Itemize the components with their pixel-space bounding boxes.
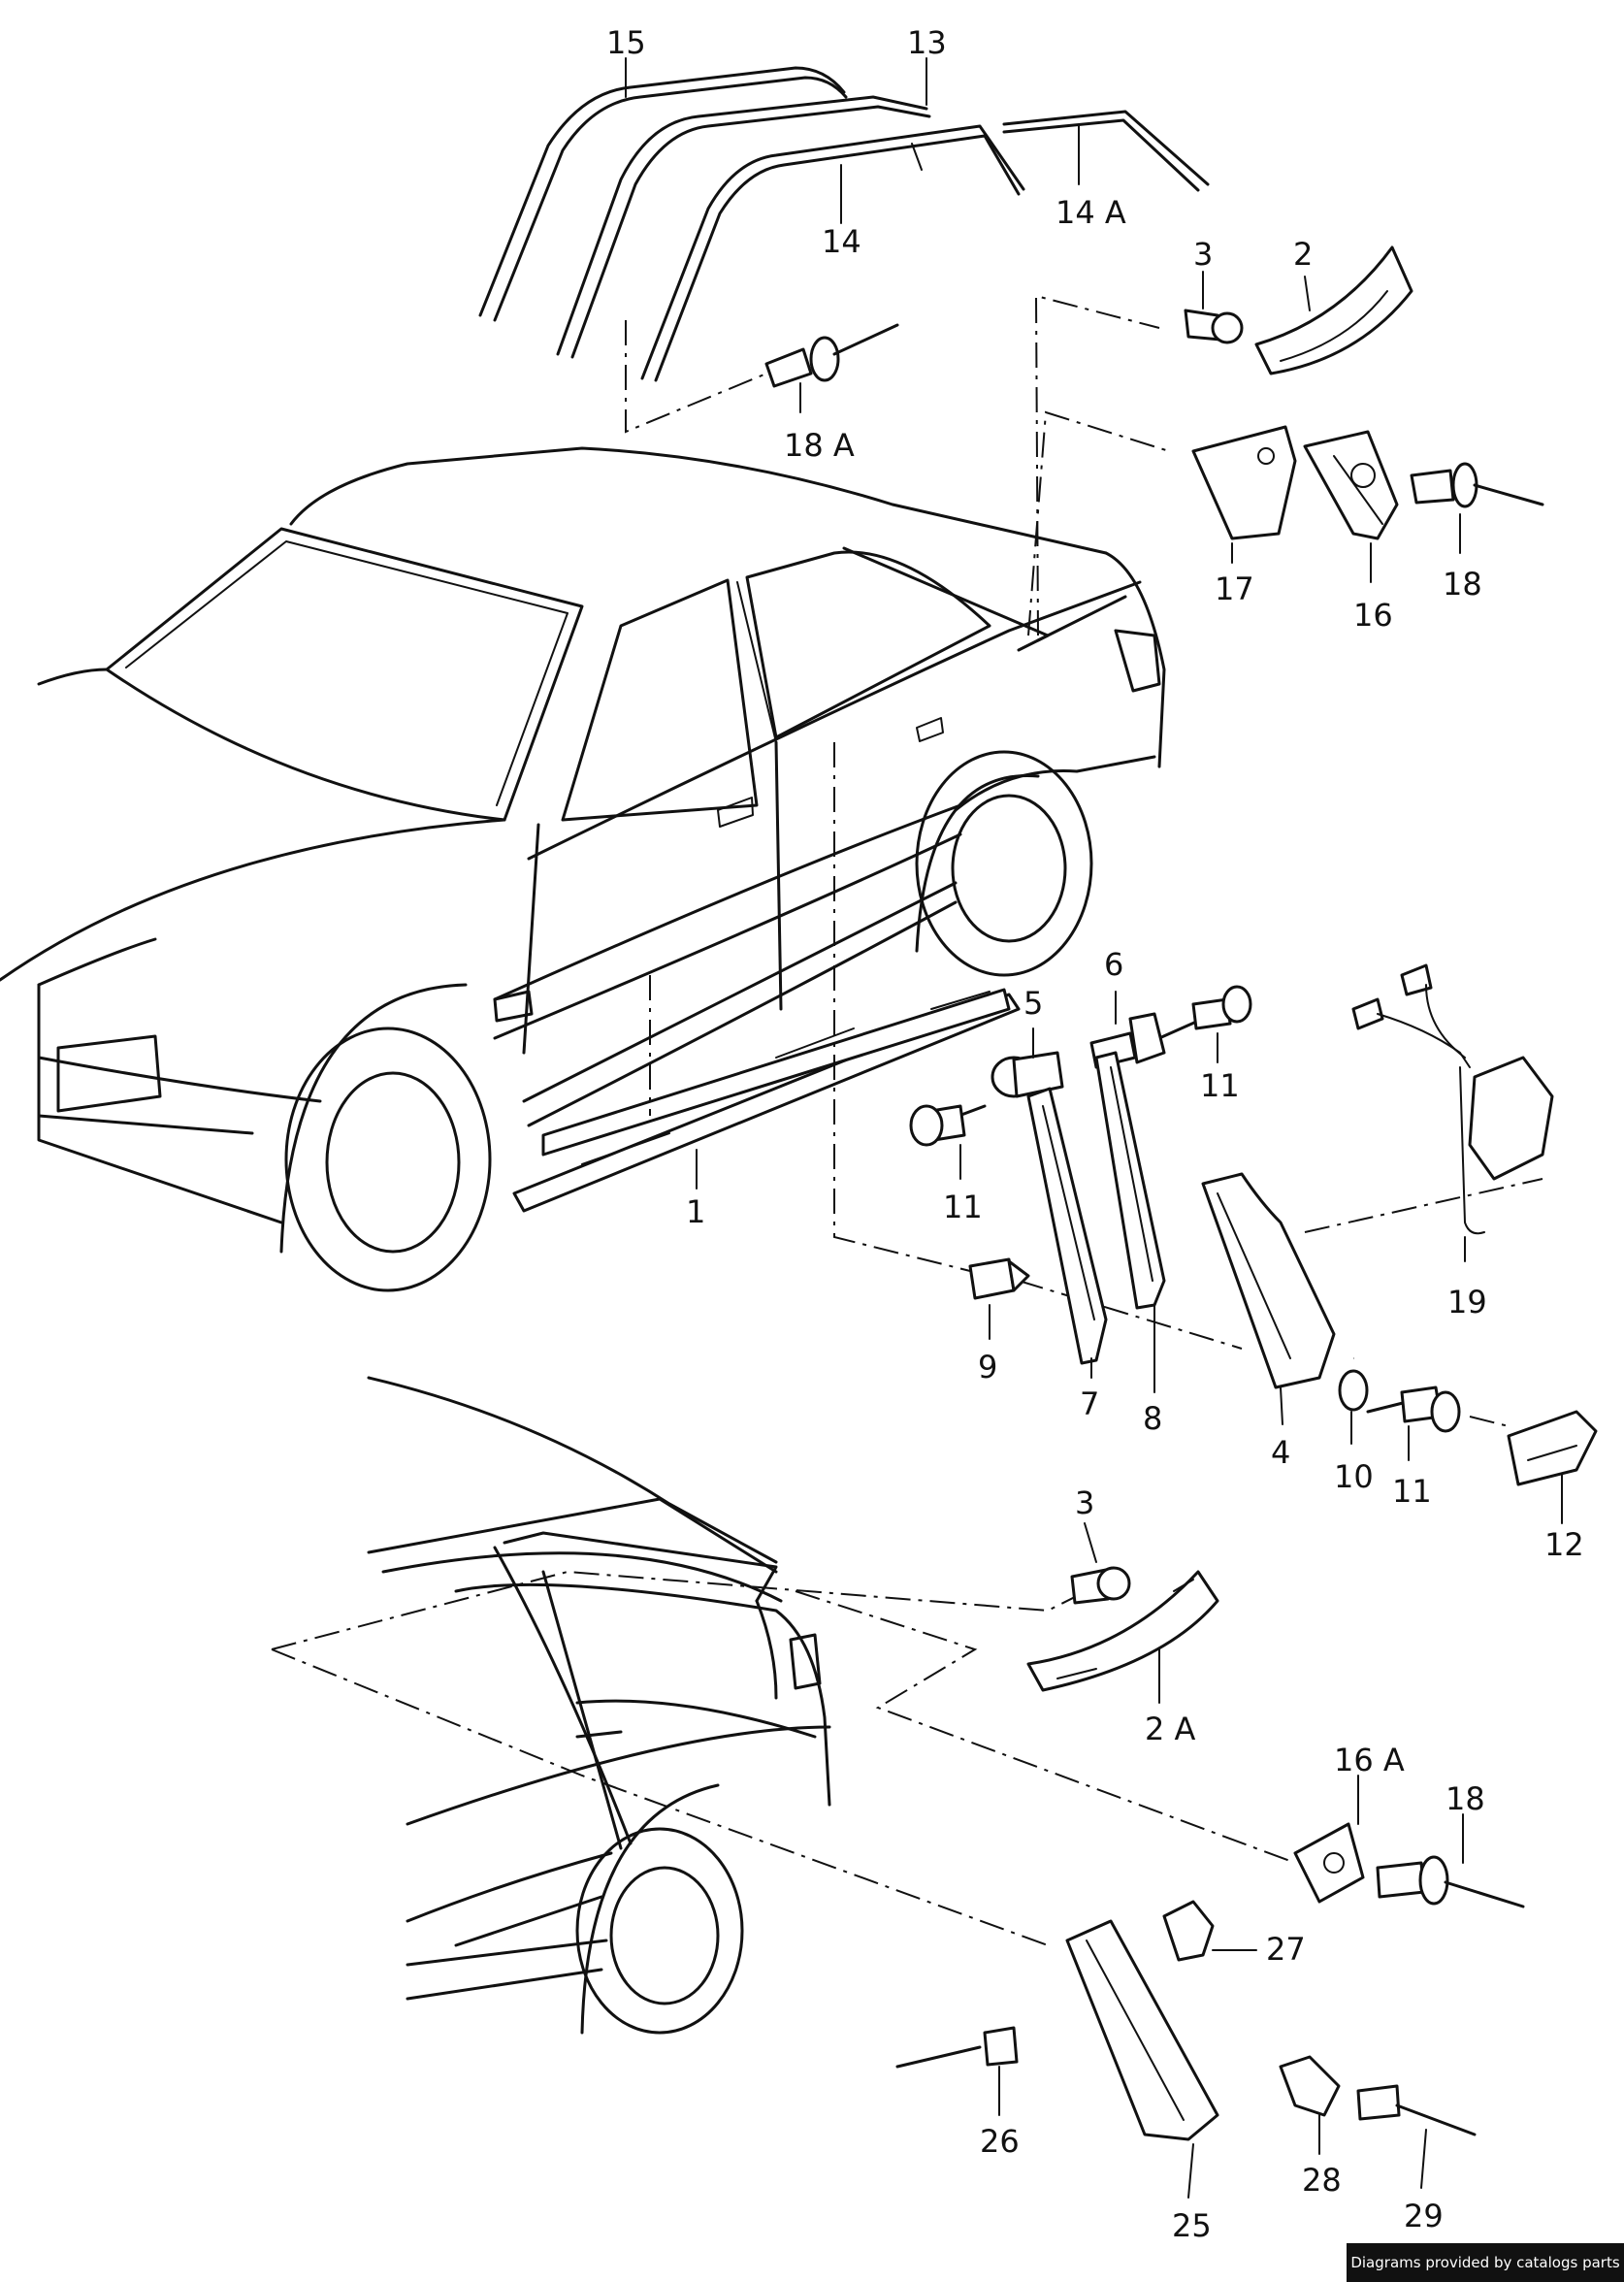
reflector-25 bbox=[1065, 1919, 1219, 2141]
label-16a: 16 A bbox=[1334, 1742, 1405, 1778]
label-1: 1 bbox=[686, 1193, 705, 1230]
stud-6 bbox=[1089, 1012, 1166, 1069]
clip-28 bbox=[1279, 2055, 1341, 2117]
label-13: 13 bbox=[907, 24, 947, 61]
rivet-29 bbox=[1356, 2084, 1477, 2136]
trim-4 bbox=[1201, 1172, 1336, 1389]
label-3-top: 3 bbox=[1193, 236, 1213, 273]
end-cap-2a bbox=[1026, 1570, 1219, 1692]
reference-lines bbox=[271, 294, 1543, 1946]
cap-12 bbox=[1507, 1410, 1598, 1486]
label-2: 2 bbox=[1293, 236, 1313, 273]
label-4: 4 bbox=[1271, 1434, 1290, 1471]
label-18a: 18 A bbox=[784, 427, 855, 464]
part-labels: 15 13 14 14 A 3 2 18 A 17 16 18 6 5 11 1… bbox=[606, 24, 1584, 2244]
bush-5 bbox=[991, 1051, 1064, 1098]
label-5: 5 bbox=[1023, 985, 1043, 1022]
clip-9 bbox=[968, 1257, 1030, 1300]
roof-moulding-14a bbox=[1002, 110, 1210, 192]
label-17: 17 bbox=[1215, 570, 1254, 607]
footer-credit: Diagrams provided by catalogs parts bbox=[1347, 2243, 1624, 2282]
rivet-26 bbox=[895, 2026, 1019, 2069]
rivet-18-top bbox=[1410, 462, 1544, 508]
bracket-16 bbox=[1303, 430, 1399, 540]
label-3-lower: 3 bbox=[1075, 1484, 1094, 1521]
label-7: 7 bbox=[1080, 1386, 1099, 1422]
sedan-body-front bbox=[0, 446, 1166, 1292]
label-11-left: 11 bbox=[943, 1189, 983, 1225]
sill-panel-1 bbox=[512, 988, 1021, 1213]
rivet-18-lower bbox=[1376, 1855, 1525, 1908]
label-18-lower: 18 bbox=[1445, 1780, 1485, 1817]
sedan-body-rear bbox=[367, 1376, 831, 2035]
screw-11-top bbox=[1157, 985, 1252, 1040]
label-2a: 2 A bbox=[1145, 1711, 1196, 1747]
label-6: 6 bbox=[1104, 946, 1123, 983]
washer-10 bbox=[1338, 1369, 1369, 1412]
label-9: 9 bbox=[978, 1349, 997, 1386]
clip-3-lower bbox=[1070, 1566, 1131, 1605]
clip-3-top bbox=[1184, 309, 1244, 344]
roof-moulding-13 bbox=[556, 95, 931, 359]
label-15: 15 bbox=[606, 24, 646, 61]
plate-17 bbox=[1191, 425, 1297, 540]
end-cap-2 bbox=[1254, 245, 1413, 375]
label-10: 10 bbox=[1334, 1458, 1374, 1495]
roof-moulding-14 bbox=[640, 124, 1025, 382]
label-12: 12 bbox=[1544, 1526, 1584, 1563]
label-11-top: 11 bbox=[1200, 1067, 1240, 1104]
label-26: 26 bbox=[980, 2123, 1020, 2160]
trim-7 bbox=[1026, 1087, 1108, 1365]
label-25: 25 bbox=[1172, 2207, 1212, 2244]
label-19: 19 bbox=[1447, 1284, 1487, 1320]
label-27: 27 bbox=[1266, 1931, 1306, 1968]
bulb-holder-19 bbox=[1351, 963, 1554, 1235]
label-11-right: 11 bbox=[1392, 1473, 1432, 1510]
bracket-16a bbox=[1293, 1822, 1365, 1904]
clip-27 bbox=[1162, 1900, 1215, 1962]
label-18-top: 18 bbox=[1443, 566, 1482, 603]
label-14: 14 bbox=[822, 223, 861, 260]
trim-8 bbox=[1094, 1051, 1166, 1310]
screw-11-right bbox=[1366, 1386, 1461, 1433]
label-8: 8 bbox=[1143, 1400, 1162, 1437]
label-14a: 14 A bbox=[1056, 194, 1126, 231]
label-28: 28 bbox=[1302, 2162, 1342, 2199]
leader-lines bbox=[625, 57, 1563, 2199]
rivet-18a bbox=[764, 323, 899, 388]
label-29: 29 bbox=[1404, 2198, 1444, 2234]
label-16: 16 bbox=[1353, 597, 1393, 634]
screw-11-left bbox=[909, 1104, 987, 1147]
